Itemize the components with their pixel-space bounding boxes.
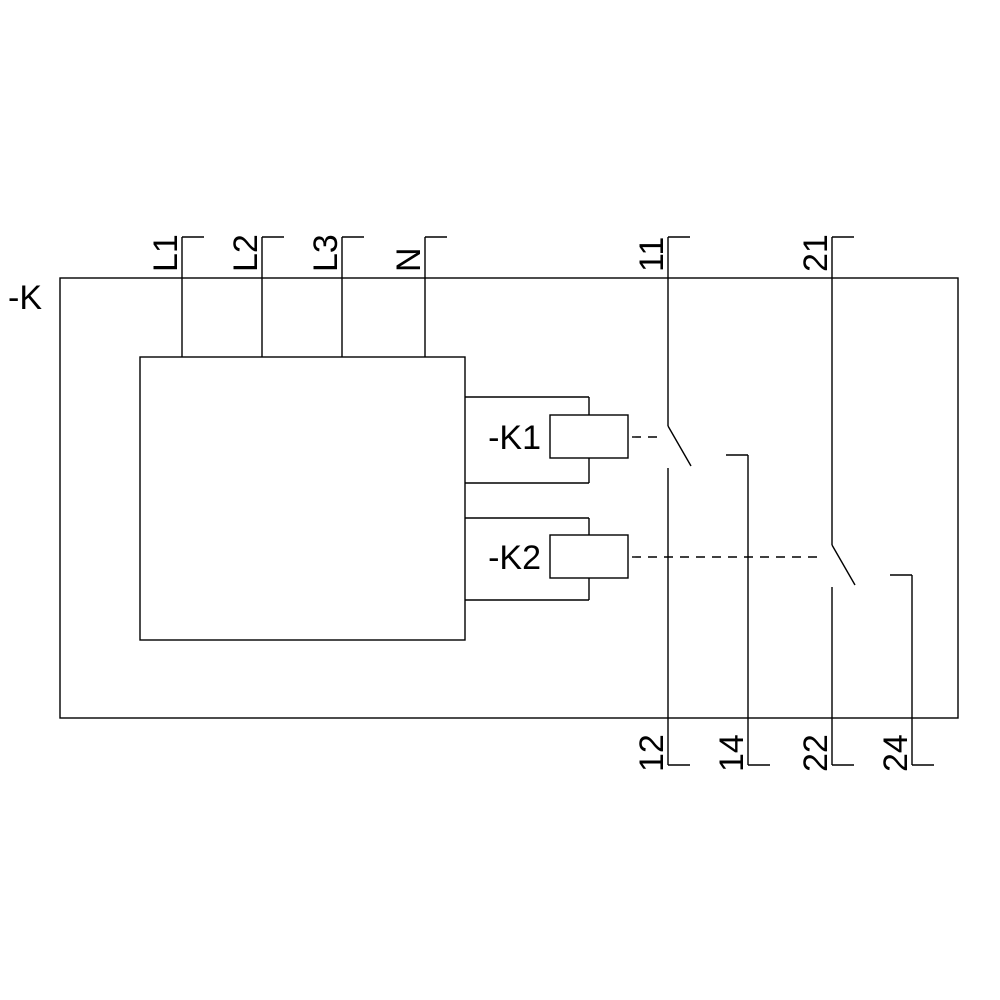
- terminal-21: 21: [797, 234, 854, 545]
- terminal-label: L2: [227, 234, 265, 272]
- terminal-label: 12: [633, 734, 671, 772]
- internal-function-block: [139, 356, 466, 641]
- contact-blade-2: [831, 544, 856, 586]
- terminal-24: 24: [877, 574, 934, 772]
- terminal-22: 22: [797, 587, 854, 772]
- terminal-l3: L3: [307, 234, 364, 357]
- device-boundary: [59, 277, 959, 719]
- device-label: -K: [8, 279, 42, 317]
- terminal-11: 11: [633, 236, 690, 426]
- coil-label: -K2: [488, 539, 541, 577]
- terminal-label: 22: [797, 734, 835, 772]
- contact-blade-1: [667, 425, 692, 467]
- coil-k2: -K2: [465, 517, 824, 601]
- terminal-label: 14: [713, 734, 751, 772]
- terminal-label: 11: [633, 237, 671, 272]
- coil-label: -K1: [488, 419, 541, 457]
- coil-box: [549, 414, 629, 459]
- terminal-label: L3: [307, 234, 345, 272]
- terminal-l1: L1: [147, 234, 204, 357]
- coil-k1: -K1: [465, 396, 660, 484]
- terminal-label: L1: [147, 234, 185, 272]
- terminal-n: N: [390, 236, 447, 357]
- terminal-label: N: [390, 247, 428, 272]
- terminal-l2: L2: [227, 234, 284, 357]
- terminal-12: 12: [633, 468, 690, 772]
- terminal-label: 24: [877, 734, 915, 772]
- terminal-label: 21: [797, 234, 835, 272]
- terminal-14: 14: [713, 454, 770, 772]
- coil-box: [549, 534, 629, 579]
